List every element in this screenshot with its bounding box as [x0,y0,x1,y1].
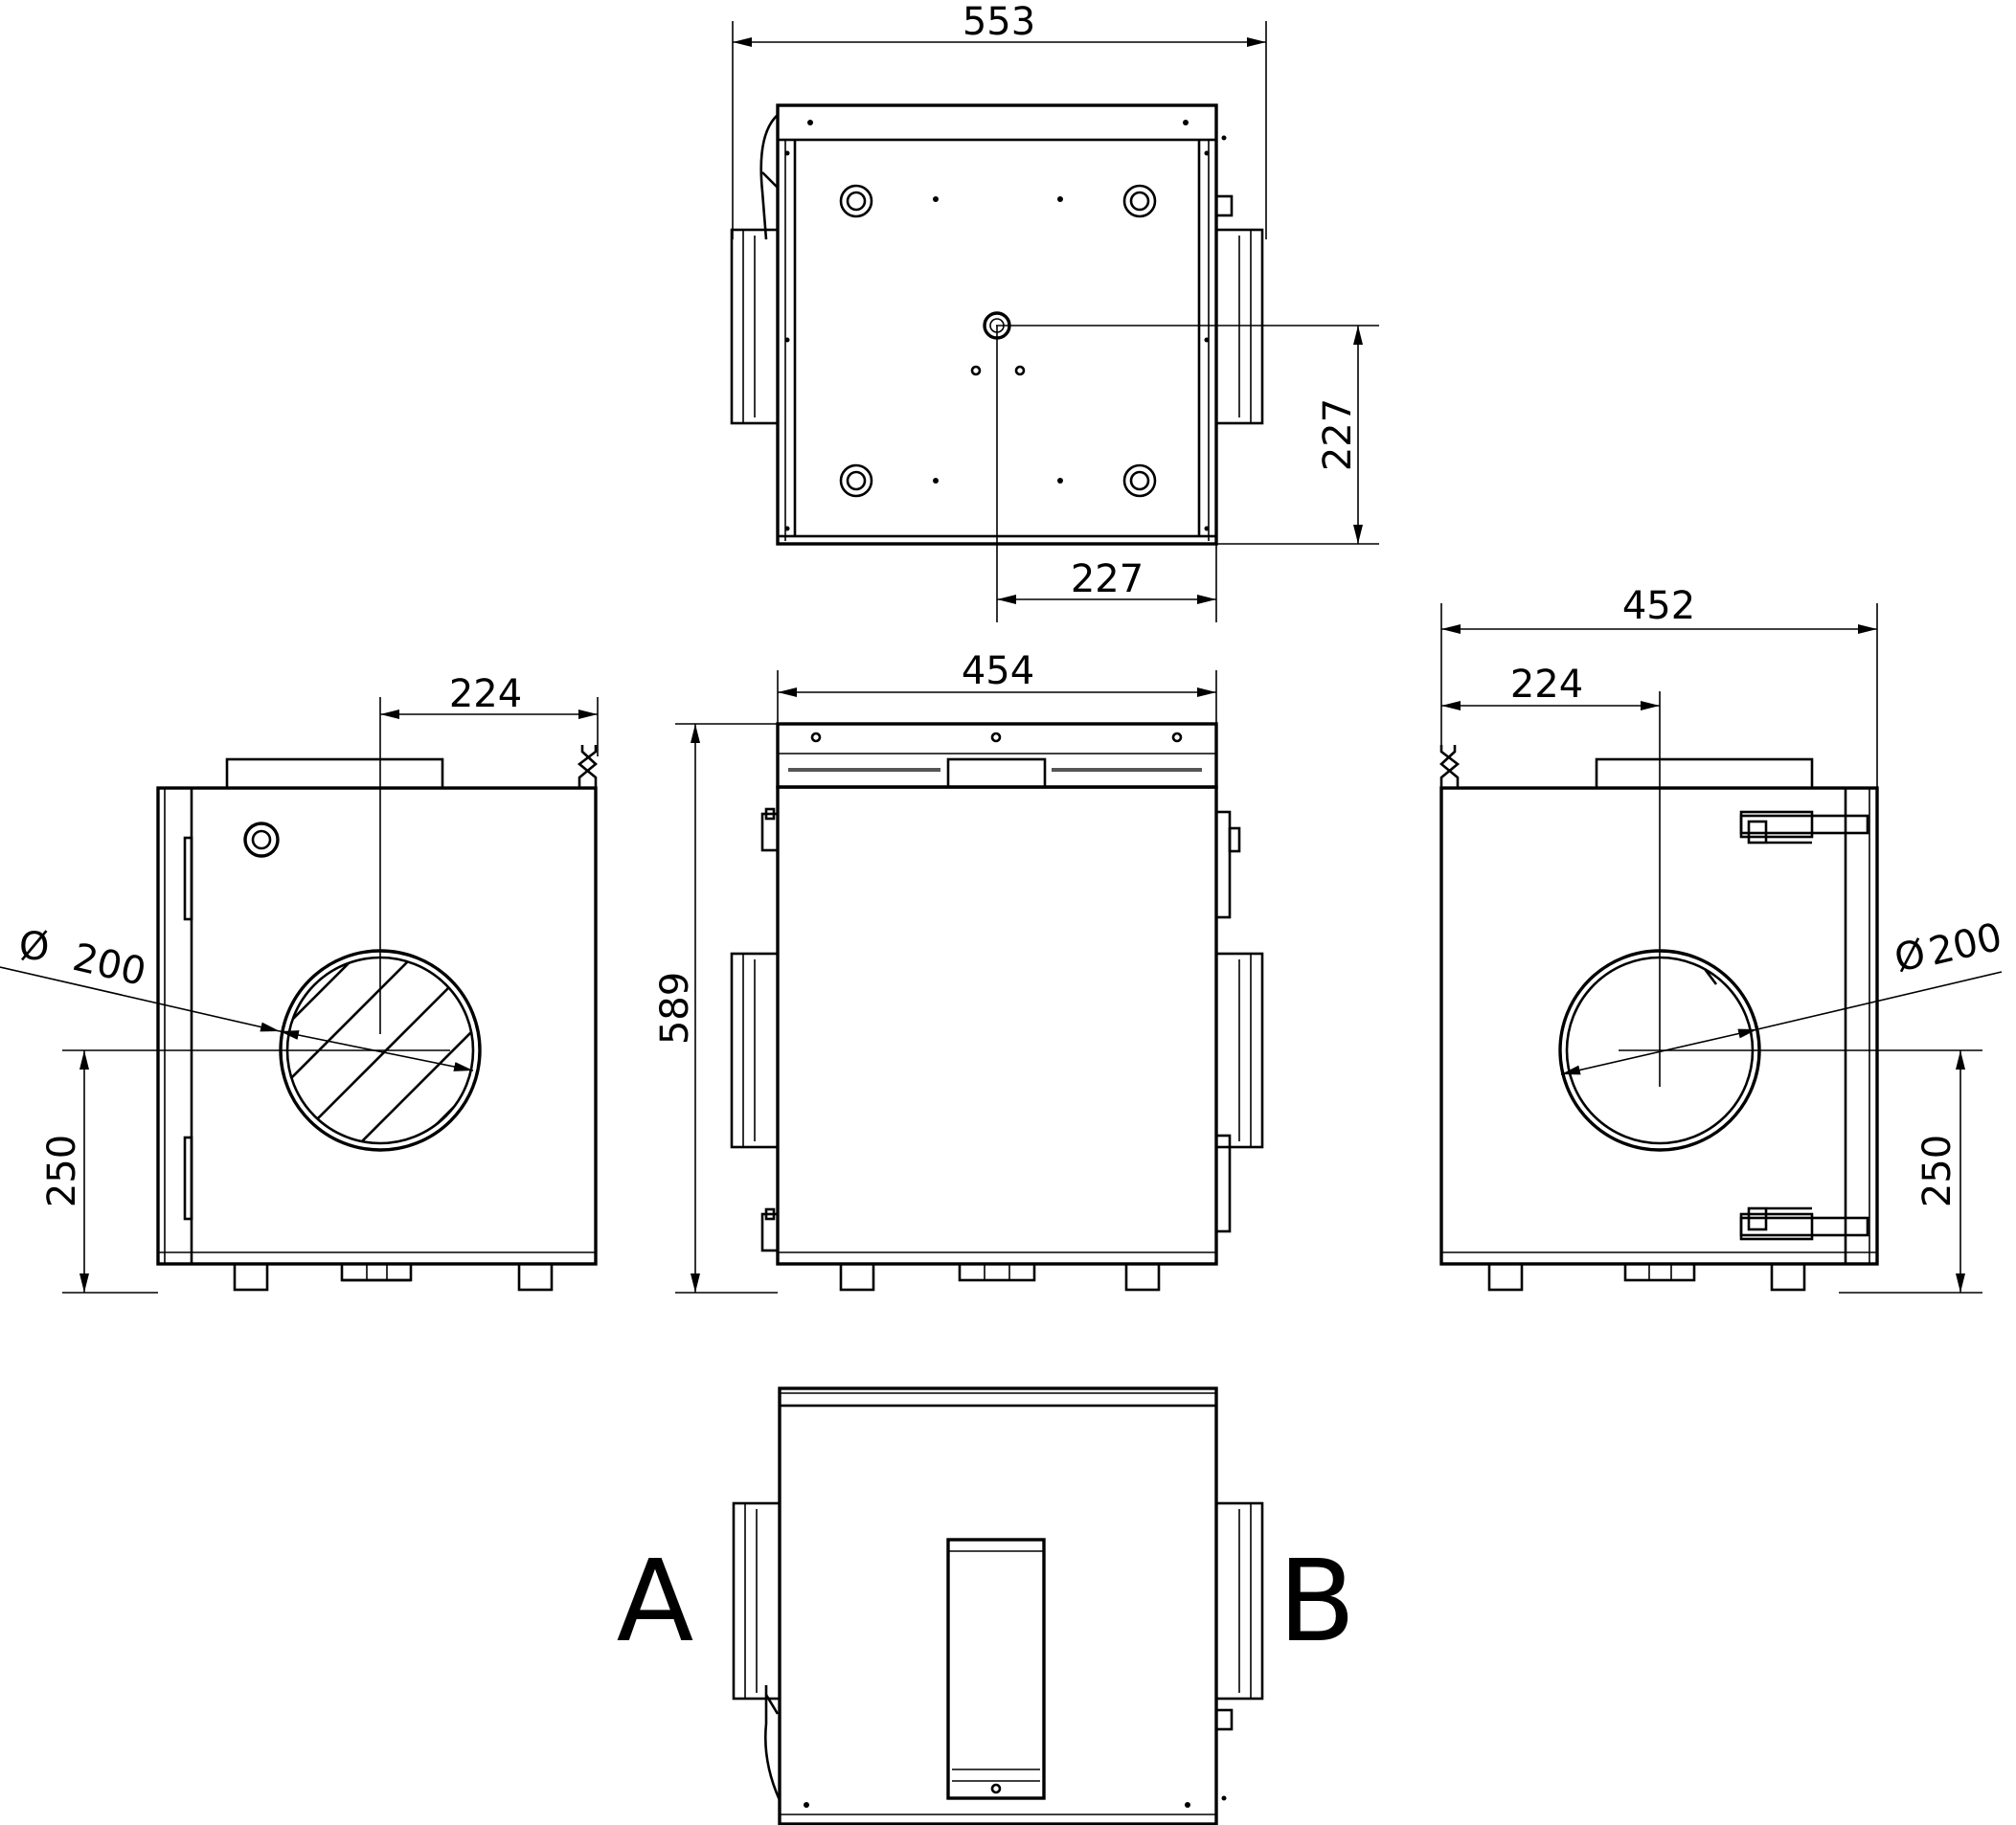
label-right-width: 452 [1622,584,1695,628]
label-right-height: 250 [1915,1135,1959,1207]
right-view [1439,603,2003,1294]
label-top-width: 553 [963,0,1035,44]
port-label-b: B [1279,1535,1356,1667]
label-left-diameter-symbol: Ø [19,925,49,969]
label-left-height: 250 [40,1135,84,1207]
label-front-height: 589 [653,972,697,1045]
label-left-offset: 224 [449,672,522,716]
label-top-horizontal: 227 [1071,557,1144,601]
port-label-a: A [617,1535,694,1667]
dim-line-right-diameter [1560,1028,1758,1075]
label-top-vertical: 227 [1316,398,1360,471]
label-right-offset: 224 [1510,663,1583,707]
label-front-width: 454 [962,649,1034,693]
dim-line-left-diameter [0,966,281,1032]
bottom-view [732,1386,1264,1825]
label-right-diameter: 200 [1925,915,2006,975]
top-view [730,21,1379,622]
label-right-diameter-symbol: Ø [1891,932,1930,981]
front-view [675,670,1264,1294]
left-view [0,697,599,1294]
